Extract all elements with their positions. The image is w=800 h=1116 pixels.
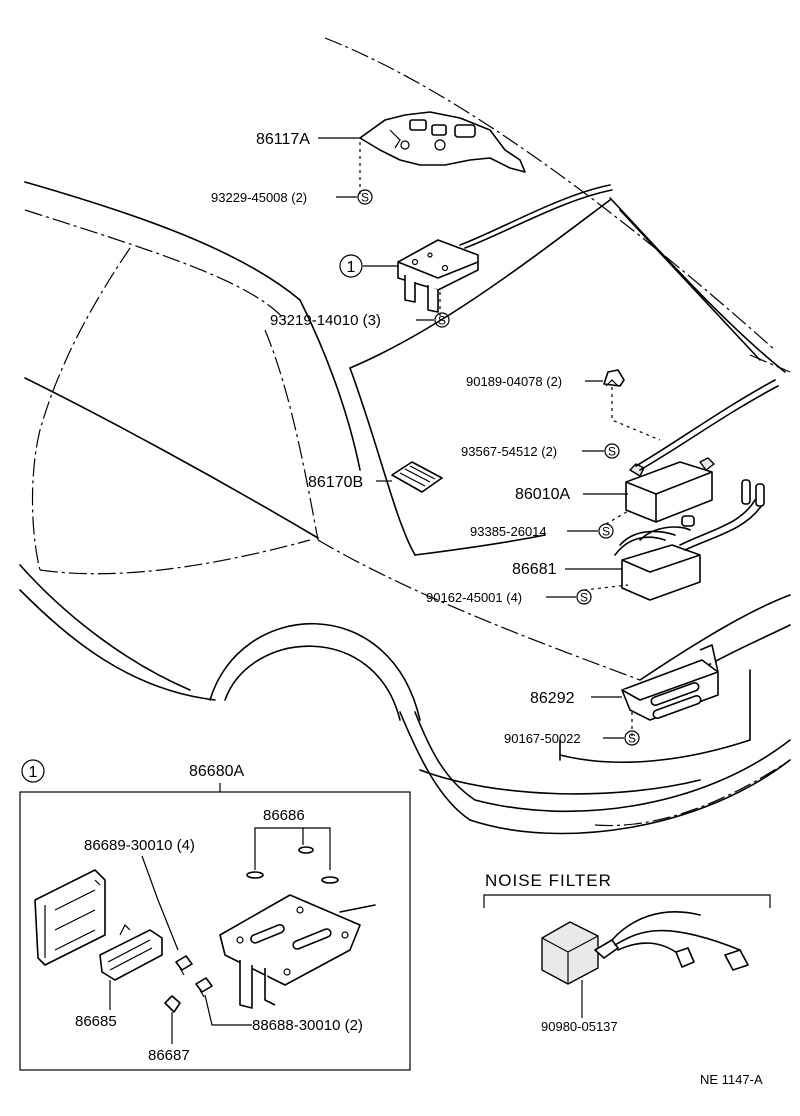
noise-filter-title: NOISE FILTER	[485, 871, 612, 890]
label-86680a: 86680A	[189, 763, 244, 780]
label-90162-45001: 90162-45001 (4)	[426, 590, 522, 605]
label-86010a: 86010A	[515, 486, 570, 503]
s-mark-text: S	[608, 445, 616, 459]
label-86117a: 86117A	[256, 131, 310, 148]
grille-86170b	[391, 461, 443, 493]
callout-number: 1	[29, 764, 38, 781]
label-86687: 86687	[148, 1047, 190, 1064]
s-mark-text: S	[580, 591, 588, 605]
label-86681: 86681	[512, 561, 557, 578]
s-mark-5: S	[576, 589, 592, 605]
harness-86681	[614, 479, 765, 601]
leader-lines-main	[318, 137, 628, 739]
label-88688-30010: 88688-30010 (2)	[252, 1017, 363, 1034]
clip-90189	[603, 369, 625, 387]
s-mark-text: S	[602, 525, 610, 539]
s-mark-text: S	[438, 314, 446, 328]
s-mark-4: S	[598, 523, 614, 539]
callout-1-main: 1	[339, 254, 363, 278]
label-86685: 86685	[75, 1013, 117, 1030]
label-90980-05137: 90980-05137	[541, 1019, 618, 1034]
detail-frame	[19, 791, 411, 1071]
s-mark-3: S	[604, 443, 620, 459]
s-mark-2: S	[434, 312, 450, 328]
label-86170b: 86170B	[308, 474, 363, 491]
label-86686: 86686	[263, 807, 305, 824]
car-body-outline	[19, 37, 791, 835]
s-mark-text: S	[361, 191, 369, 205]
s-mark-6: S	[624, 730, 640, 746]
s-mark-1: S	[357, 189, 373, 205]
label-86292: 86292	[530, 690, 575, 707]
bracket-86117a	[359, 111, 526, 195]
label-90167-50022: 90167-50022	[504, 731, 581, 746]
label-93229-45008: 93229-45008 (2)	[211, 190, 307, 205]
detail-box-86680a: 1 86680A 86686 86689-30010 (4)	[19, 759, 411, 1071]
noise-filter-section: NOISE FILTER 90980-05137	[483, 871, 771, 1034]
callout-number: 1	[347, 259, 356, 276]
label-93567-54512: 93567-54512 (2)	[461, 444, 557, 459]
bracket-86292	[621, 644, 719, 738]
amplifier-assembly	[397, 184, 613, 318]
label-93385-26014: 93385-26014	[470, 524, 547, 539]
label-86689-30010: 86689-30010 (4)	[84, 837, 195, 854]
module-86010a	[611, 379, 779, 523]
diagram-code: NE 1147-A	[700, 1072, 763, 1087]
s-mark-text: S	[628, 732, 636, 746]
label-93219-14010: 93219-14010 (3)	[270, 312, 381, 329]
label-90189-04078: 90189-04078 (2)	[466, 374, 562, 389]
